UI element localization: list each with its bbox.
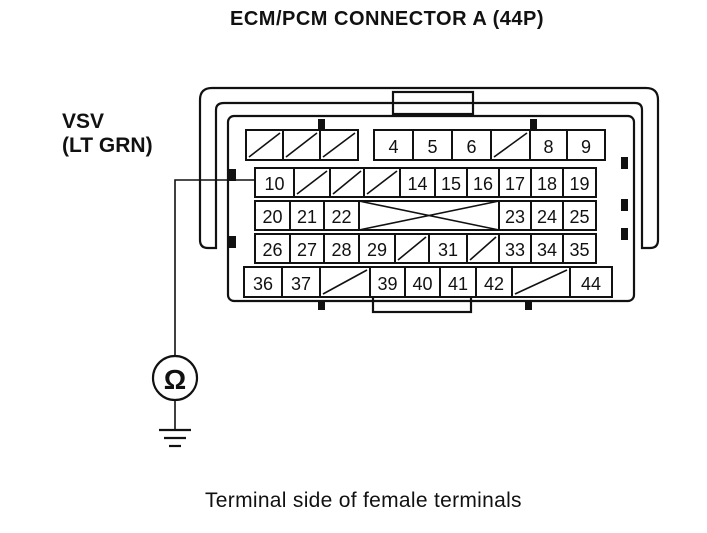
svg-text:33: 33 [505, 240, 525, 260]
svg-text:6: 6 [466, 137, 476, 157]
svg-text:26: 26 [262, 240, 282, 260]
wire-label: VSV (LT GRN) [62, 110, 153, 158]
svg-text:18: 18 [537, 174, 557, 194]
terminal-15: 15 [434, 167, 468, 198]
ohmmeter-icon: Ω [151, 354, 199, 402]
terminal-18: 18 [530, 167, 564, 198]
svg-text:41: 41 [448, 274, 468, 294]
terminal-blank [358, 200, 500, 231]
ground-icon [159, 428, 191, 448]
svg-text:17: 17 [505, 174, 525, 194]
svg-text:23: 23 [505, 207, 525, 227]
terminal-28: 28 [323, 233, 360, 264]
terminal-44: 44 [569, 266, 613, 298]
connector-tab-bottom [371, 294, 473, 314]
terminal-27: 27 [289, 233, 325, 264]
terminal-4: 4 [373, 129, 414, 161]
terminal-41: 41 [439, 266, 477, 298]
terminal-16: 16 [466, 167, 500, 198]
terminal-blank [245, 129, 284, 161]
terminal-36: 36 [243, 266, 283, 298]
terminal-39: 39 [369, 266, 406, 298]
terminal-29: 29 [358, 233, 396, 264]
svg-text:36: 36 [253, 274, 273, 294]
svg-text:27: 27 [297, 240, 317, 260]
terminal-5: 5 [412, 129, 453, 161]
terminal-19: 19 [562, 167, 597, 198]
terminal-42: 42 [475, 266, 513, 298]
terminal-24: 24 [530, 200, 564, 231]
test-lead-wire [174, 179, 255, 356]
svg-text:4: 4 [388, 137, 398, 157]
terminal-blank [282, 129, 321, 161]
terminal-grid: 4 5 6 8 9 10 14 15 16 17 18 19 20 21 22 23 24 25 26 27 28 29 3… [243, 129, 613, 298]
terminal-25: 25 [562, 200, 597, 231]
terminal-blank [319, 266, 371, 298]
svg-text:22: 22 [331, 207, 351, 227]
svg-text:35: 35 [569, 240, 589, 260]
wire-color: (LT GRN) [62, 134, 153, 157]
terminal-blank [511, 266, 571, 298]
terminal-14: 14 [399, 167, 436, 198]
terminal-blank [329, 167, 365, 198]
svg-text:28: 28 [331, 240, 351, 260]
svg-text:37: 37 [291, 274, 311, 294]
terminal-blank [293, 167, 331, 198]
svg-text:16: 16 [473, 174, 493, 194]
terminal-blank [490, 129, 531, 161]
connector-body [226, 114, 636, 303]
terminal-37: 37 [281, 266, 321, 298]
terminal-34: 34 [530, 233, 564, 264]
connector-title: ECM/PCM CONNECTOR A (44P) [230, 8, 545, 30]
svg-text:31: 31 [438, 240, 458, 260]
svg-text:24: 24 [537, 207, 557, 227]
svg-text:14: 14 [407, 174, 427, 194]
terminal-blank [394, 233, 430, 264]
terminal-21: 21 [289, 200, 325, 231]
svg-text:15: 15 [441, 174, 461, 194]
terminal-8: 8 [529, 129, 568, 161]
svg-text:25: 25 [569, 207, 589, 227]
svg-text:8: 8 [543, 137, 553, 157]
terminal-26: 26 [254, 233, 291, 264]
terminal-20: 20 [254, 200, 291, 231]
terminal-blank [363, 167, 401, 198]
terminal-9: 9 [566, 129, 606, 161]
terminal-35: 35 [562, 233, 597, 264]
terminal-33: 33 [498, 233, 532, 264]
svg-text:19: 19 [569, 174, 589, 194]
svg-text:29: 29 [367, 240, 387, 260]
svg-text:9: 9 [581, 137, 591, 157]
svg-text:42: 42 [484, 274, 504, 294]
svg-text:39: 39 [377, 274, 397, 294]
svg-text:21: 21 [297, 207, 317, 227]
svg-text:10: 10 [264, 174, 284, 194]
connector-latch-top [391, 90, 475, 116]
caption: Terminal side of female terminals [205, 489, 522, 512]
terminal-40: 40 [404, 266, 441, 298]
svg-text:Ω: Ω [164, 364, 186, 395]
terminal-17: 17 [498, 167, 532, 198]
wire-name: VSV [62, 110, 105, 133]
terminal-blank [319, 129, 359, 161]
svg-text:40: 40 [412, 274, 432, 294]
svg-text:5: 5 [427, 137, 437, 157]
terminal-10: 10 [254, 167, 295, 198]
terminal-blank [466, 233, 500, 264]
svg-text:20: 20 [262, 207, 282, 227]
svg-text:34: 34 [537, 240, 557, 260]
terminal-23: 23 [498, 200, 532, 231]
terminal-22: 22 [323, 200, 360, 231]
terminal-31: 31 [428, 233, 468, 264]
terminal-6: 6 [451, 129, 492, 161]
svg-text:44: 44 [581, 274, 601, 294]
connector-housing [198, 86, 660, 250]
